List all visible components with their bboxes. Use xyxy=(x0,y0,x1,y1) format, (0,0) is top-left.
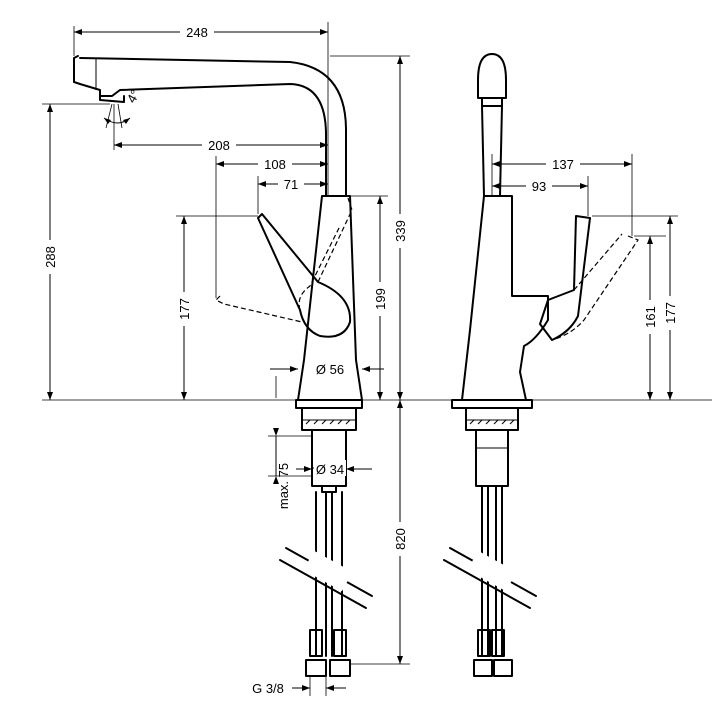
hose-fittings xyxy=(309,629,347,657)
lever-handle-open-outline xyxy=(298,225,341,311)
dim-side-handle-height-closed: 161 xyxy=(643,306,658,328)
side-view-dimensions: 137 93 161 177 xyxy=(491,154,678,400)
dim-handle-reach-closed: 71 xyxy=(284,177,298,192)
dim-max-deck-thickness: max. 75 xyxy=(276,463,291,509)
side-hose-connectors xyxy=(473,659,513,677)
dim-hole-diameter: Ø 34 xyxy=(316,462,344,477)
side-threaded-shank xyxy=(475,429,509,487)
dim-hose-length: 820 xyxy=(393,528,408,550)
front-view-dimensions: 248 4° 208 108 71 288 xyxy=(42,22,712,696)
flange-hatch xyxy=(305,419,351,425)
hose-connectors xyxy=(305,659,351,677)
side-body xyxy=(461,195,549,401)
side-break-line-2 xyxy=(443,559,531,609)
dim-side-handle-reach-open: 137 xyxy=(552,157,574,172)
side-hose-fittings xyxy=(477,629,505,657)
dim-side-handle-height-open: 177 xyxy=(663,302,678,324)
dim-handle-height-left: 177 xyxy=(177,298,192,320)
side-base-plate xyxy=(451,399,533,409)
shank-bottom xyxy=(321,485,337,493)
side-lever-handle-open-position xyxy=(551,233,639,341)
dim-handle-reach-open: 108 xyxy=(264,157,286,172)
dim-base-diameter: Ø 56 xyxy=(316,362,344,377)
side-lever-handle xyxy=(539,215,591,341)
side-view xyxy=(443,53,639,677)
break-line-2 xyxy=(279,559,367,609)
threaded-shank xyxy=(311,429,347,487)
lever-handle-open-position xyxy=(214,197,353,323)
side-spout-head xyxy=(477,53,507,99)
dim-total-height: 339 xyxy=(393,220,408,242)
lever-handle xyxy=(257,213,352,338)
side-spout-aerator xyxy=(481,97,503,107)
front-view xyxy=(73,55,373,677)
side-flange xyxy=(465,407,519,431)
dim-connection-thread: G 3/8 xyxy=(252,681,284,696)
dim-side-handle-reach-closed: 93 xyxy=(532,179,546,194)
dim-spout-reach-front: 208 xyxy=(208,138,230,153)
base-plate xyxy=(295,399,363,409)
spout-outline xyxy=(79,57,347,197)
spout-tip xyxy=(73,55,125,103)
dim-spout-height: 288 xyxy=(43,246,58,268)
dim-spout-reach-total: 248 xyxy=(186,25,208,40)
dim-body-height: 199 xyxy=(373,288,388,310)
mounting-flange xyxy=(301,407,357,431)
